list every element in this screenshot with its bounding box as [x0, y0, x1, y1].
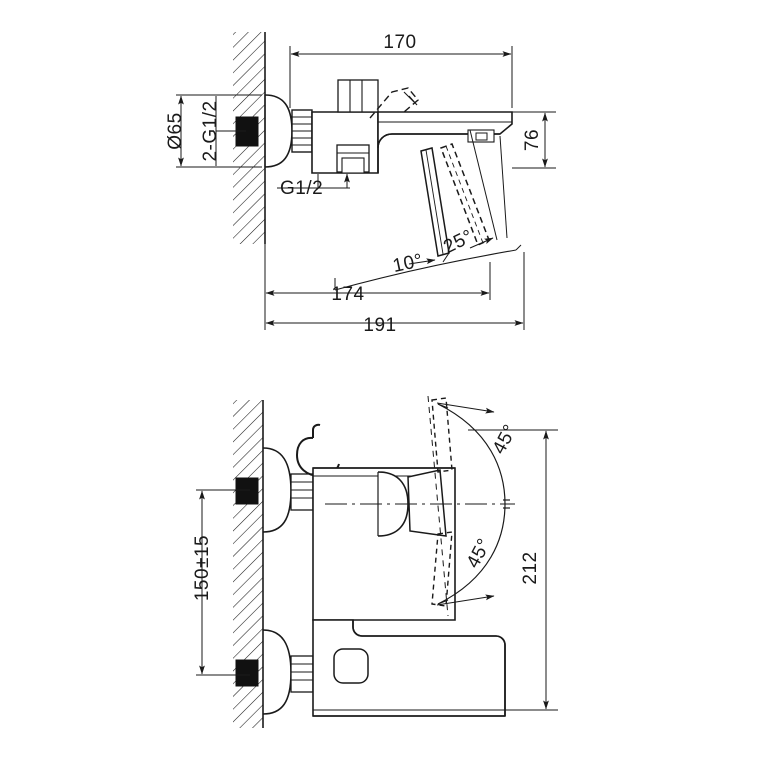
- handle-hidden-position: [369, 87, 419, 119]
- label-76: 76: [522, 129, 543, 151]
- label-150: 150±15: [192, 535, 213, 601]
- handle-lever-front: [407, 469, 447, 537]
- swivel-arcs-45: [436, 402, 510, 606]
- diverter-button: [333, 648, 369, 684]
- inlet-connector-marker-upper: [235, 477, 259, 505]
- label-174: 174: [331, 284, 364, 305]
- threaded-nipple-top: [291, 109, 313, 153]
- handle-lever-swing-dashed: [427, 395, 453, 617]
- front-view-group: [196, 395, 558, 728]
- mixer-body-top: [311, 79, 379, 174]
- angle-25-leader: [469, 237, 494, 249]
- inlet-connector-marker-lower: [235, 659, 259, 687]
- label-diameter-65: Ø65: [165, 112, 186, 149]
- label-191: 191: [363, 315, 396, 336]
- spout-profile-top: [377, 111, 513, 173]
- label-212: 212: [520, 551, 541, 584]
- top-view-group: [176, 32, 556, 330]
- dimension-lines-front: [196, 429, 558, 711]
- label-g12: G1/2: [280, 178, 323, 199]
- angle-10-leader: [408, 258, 436, 265]
- label-170: 170: [383, 32, 416, 53]
- spout-front: [312, 619, 506, 717]
- dimension-lines-top: [176, 46, 556, 330]
- label-2-g12: 2-G1/2: [200, 100, 221, 161]
